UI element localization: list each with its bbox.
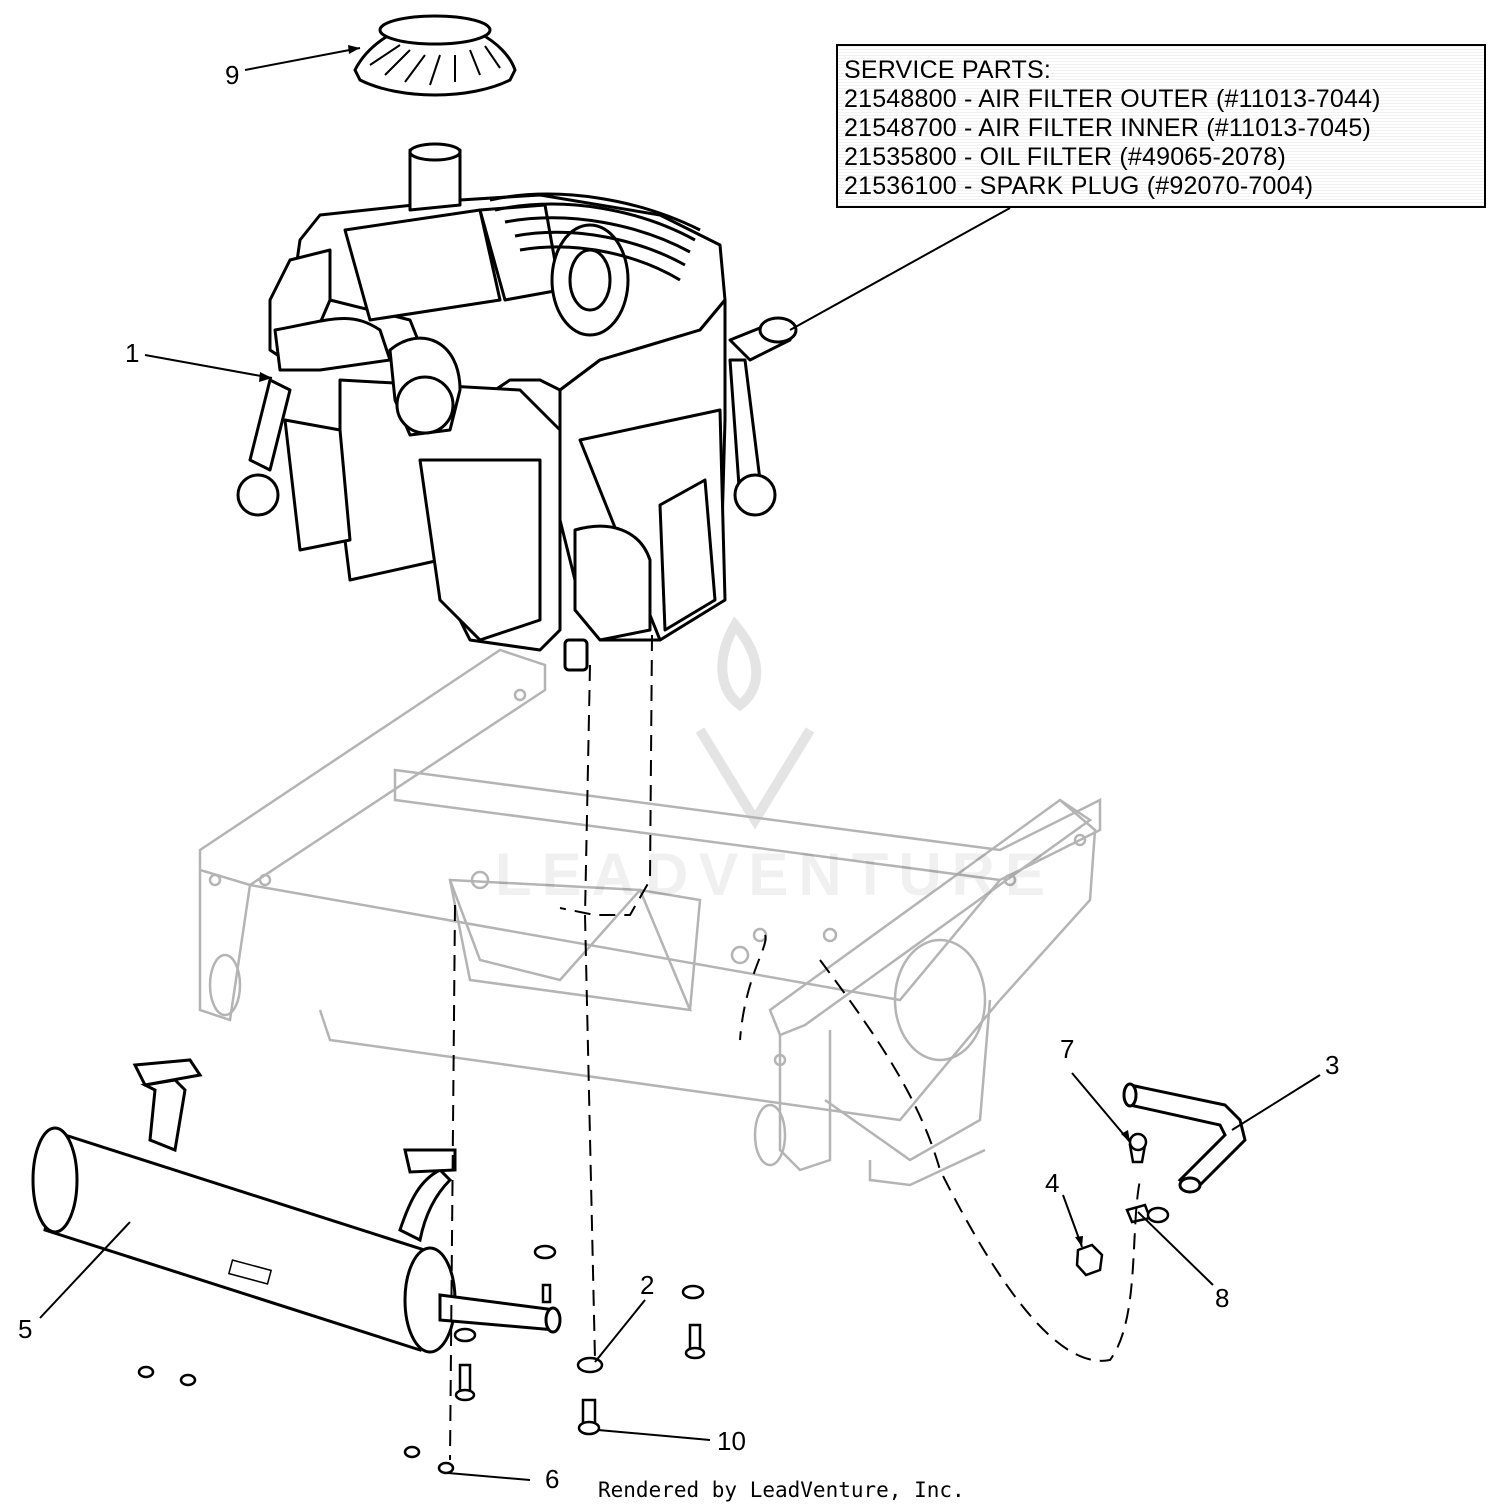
service-parts-title: SERVICE PARTS: — [844, 56, 1052, 84]
alignment-lines — [449, 634, 1141, 1461]
leader-lines — [39, 47, 1321, 1481]
muffler — [31, 1058, 562, 1354]
render-credit: Rendered by LeadVenture, Inc. — [598, 1478, 965, 1502]
frame — [198, 648, 1102, 1187]
service-parts-box: SERVICE PARTS: 21548800 - AIR FILTER OUT… — [836, 44, 1486, 208]
air-filter-cap — [353, 14, 517, 97]
callout-3: 3 — [1325, 1050, 1340, 1080]
service-part-air-filter-outer: 21548800 - AIR FILTER OUTER (#11013-7044… — [844, 85, 1381, 113]
engine — [236, 142, 798, 672]
watermark-text: LEADVENTURE — [495, 841, 1056, 908]
oil-tube — [1122, 1082, 1247, 1194]
hardware — [137, 1132, 1170, 1475]
service-part-air-filter-inner: 21548700 - AIR FILTER INNER (#11013-7045… — [844, 114, 1371, 142]
callout-4: 4 — [1045, 1168, 1060, 1198]
callout-7: 7 — [1060, 1034, 1075, 1064]
service-part-oil-filter: 21535800 - OIL FILTER (#49065-2078) — [844, 143, 1286, 171]
callout-2: 2 — [640, 1270, 655, 1300]
callout-6: 6 — [545, 1464, 560, 1494]
watermark-logo-icon — [695, 616, 815, 830]
leader-arrowheads — [259, 45, 1130, 1247]
callout-5: 5 — [18, 1314, 33, 1344]
service-part-spark-plug: 21536100 - SPARK PLUG (#92070-7004) — [844, 172, 1314, 200]
callout-10: 10 — [717, 1426, 746, 1456]
callout-9: 9 — [225, 60, 240, 90]
callout-8: 8 — [1215, 1283, 1230, 1313]
callout-1: 1 — [125, 338, 140, 368]
